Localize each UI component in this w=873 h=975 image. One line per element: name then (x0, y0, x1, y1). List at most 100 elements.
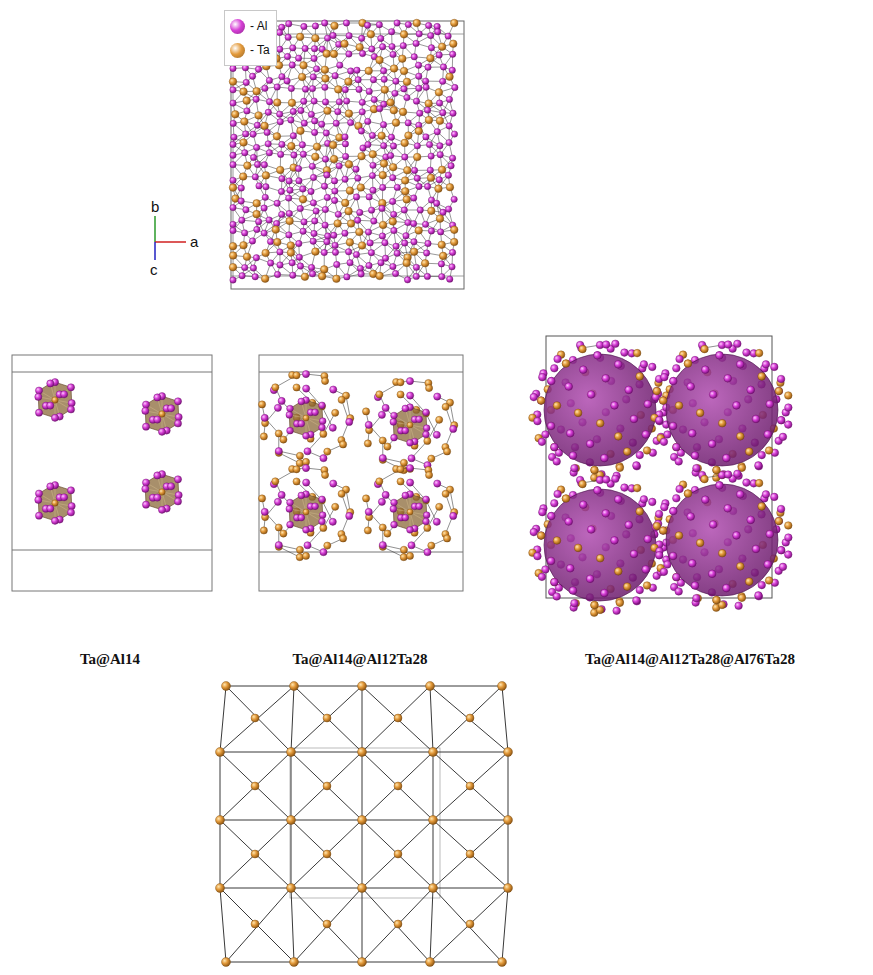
al-atom (416, 73, 422, 79)
al-atom (309, 271, 315, 277)
al-atom (708, 440, 716, 448)
al-atom (423, 409, 430, 416)
al-atom (675, 532, 683, 540)
ta-atom (614, 568, 622, 576)
al-atom (708, 440, 716, 448)
ta-atom (229, 252, 237, 260)
al-atom (264, 129, 270, 135)
al-atom (261, 508, 268, 515)
al-atom (611, 537, 619, 545)
al-atom (736, 433, 744, 441)
al-atom (405, 21, 411, 27)
al-atom (675, 402, 683, 410)
ta-atom (428, 542, 435, 549)
al-atom (614, 496, 622, 504)
al-atom (735, 602, 743, 610)
ta-atom (341, 199, 349, 207)
al-atom (299, 142, 305, 148)
al-atom (451, 196, 457, 202)
al-atom (745, 448, 753, 456)
al-atom (354, 217, 360, 223)
ta-atom (275, 524, 282, 531)
ta-atom (240, 241, 248, 249)
ta-atom (290, 682, 299, 691)
ta-atom (498, 682, 507, 691)
al-atom (436, 177, 442, 183)
al-atom (394, 250, 400, 256)
ta-atom (287, 249, 295, 257)
al-atom (266, 150, 272, 156)
al-atom (724, 375, 732, 383)
al-atom (414, 143, 420, 149)
al-atom (407, 392, 414, 399)
ta-atom (498, 958, 507, 967)
al-atom (366, 262, 372, 268)
ta-atom (261, 122, 269, 130)
al-atom (423, 425, 430, 432)
ta-atom (439, 252, 447, 260)
ta-atom (636, 373, 644, 381)
al-atom (366, 88, 372, 94)
ta-atom (299, 196, 307, 204)
core-cluster-panel (12, 355, 212, 591)
al-atom (411, 167, 417, 173)
ta-atom (358, 958, 367, 967)
al-atom (230, 177, 236, 183)
al-atom (342, 134, 348, 140)
al-atom (542, 431, 550, 439)
al-atom (335, 211, 341, 217)
ta-atom (709, 391, 717, 399)
al-atom (723, 584, 731, 592)
al-atom (254, 161, 260, 167)
ta-atom (724, 375, 732, 383)
ta-atom (302, 552, 309, 559)
al-atom (614, 361, 622, 369)
al-atom (621, 349, 629, 357)
ta-atom (323, 714, 331, 722)
al-atom (297, 205, 303, 211)
al-atom (370, 187, 376, 193)
al-atom (331, 178, 337, 184)
al-atom (253, 144, 259, 150)
al-atom (312, 409, 319, 416)
al-atom (755, 462, 763, 470)
ta-atom (562, 495, 570, 503)
al-atom (777, 416, 785, 424)
al-atom (423, 431, 430, 438)
al-atom (300, 228, 306, 234)
ta-atom (243, 253, 251, 261)
al-atom (625, 386, 633, 394)
ta-atom (718, 549, 726, 557)
al-atom (423, 496, 430, 503)
ta-atom (442, 490, 449, 497)
legend-swatch (230, 43, 245, 58)
al-atom (310, 174, 316, 180)
al-atom (688, 429, 696, 437)
al-atom (390, 211, 396, 217)
al-atom (336, 99, 342, 105)
al-atom (356, 86, 362, 92)
ta-atom (579, 480, 587, 488)
legend-swatch (230, 19, 245, 34)
al-atom (553, 402, 561, 410)
al-atom (300, 151, 306, 157)
al-atom (762, 491, 770, 499)
al-atom (673, 443, 681, 451)
ta-atom (399, 108, 407, 116)
al-atom (267, 238, 273, 244)
al-atom (413, 98, 419, 104)
al-atom (417, 110, 423, 116)
al-atom (369, 132, 375, 138)
ta-atom (334, 220, 342, 228)
al-atom (424, 107, 430, 113)
al-atom (380, 68, 386, 74)
al-atom (355, 77, 361, 83)
ta-atom (272, 478, 279, 485)
al-atom (158, 428, 165, 435)
al-atom (265, 141, 271, 147)
al-atom (687, 383, 695, 391)
al-atom (716, 352, 724, 360)
al-atom (670, 507, 678, 515)
al-atom (571, 464, 579, 472)
al-atom (277, 151, 283, 157)
